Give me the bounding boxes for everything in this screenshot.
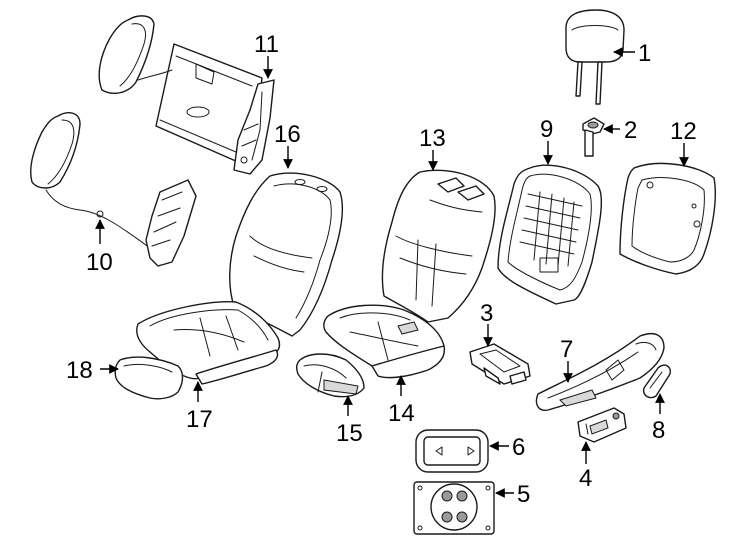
part-side-bolster bbox=[114, 356, 184, 400]
part-side-trim bbox=[535, 332, 665, 411]
part-backrest-panel bbox=[619, 162, 716, 275]
part-headrest-guide bbox=[582, 117, 605, 157]
part-seat-switch bbox=[577, 407, 627, 443]
callout-2: 2 bbox=[624, 117, 637, 144]
part-control-module bbox=[413, 481, 495, 535]
callout-6: 6 bbox=[512, 434, 525, 461]
callout-10: 10 bbox=[86, 249, 113, 276]
part-back-pad-upper bbox=[98, 15, 173, 94]
callout-18: 18 bbox=[66, 357, 93, 384]
callout-15: 15 bbox=[336, 420, 363, 447]
callout-17: 17 bbox=[186, 406, 213, 433]
part-seat-cushion-cover bbox=[136, 301, 281, 385]
part-seatback-cover-left bbox=[229, 172, 344, 337]
callout-9: 9 bbox=[540, 116, 553, 143]
callout-13: 13 bbox=[419, 125, 446, 152]
part-headrest bbox=[565, 9, 625, 105]
callout-1: 1 bbox=[638, 40, 651, 67]
part-backrest-frame bbox=[497, 164, 603, 305]
callout-4: 4 bbox=[579, 465, 592, 492]
part-switch-bezel bbox=[469, 343, 531, 385]
callout-8: 8 bbox=[652, 417, 665, 444]
callout-5: 5 bbox=[517, 481, 530, 508]
part-switch-cover bbox=[415, 429, 489, 473]
part-backrest-board bbox=[155, 43, 275, 175]
callout-7: 7 bbox=[560, 336, 573, 363]
callout-12: 12 bbox=[670, 118, 697, 145]
callout-14: 14 bbox=[388, 400, 415, 427]
callout-3: 3 bbox=[480, 300, 493, 327]
callout-11: 11 bbox=[254, 31, 279, 58]
part-cushion-extension bbox=[295, 353, 365, 398]
part-seat-cushion-foam bbox=[323, 304, 446, 379]
leader-lines bbox=[95, 47, 689, 498]
callout-16: 16 bbox=[274, 121, 301, 148]
part-lumbar-pad bbox=[30, 112, 197, 267]
part-trim-cap bbox=[642, 364, 672, 399]
part-seatback-foam bbox=[381, 169, 496, 323]
callout-labels: 1 2 3 4 5 6 7 8 9 10 11 12 13 14 15 16 1… bbox=[66, 31, 697, 508]
